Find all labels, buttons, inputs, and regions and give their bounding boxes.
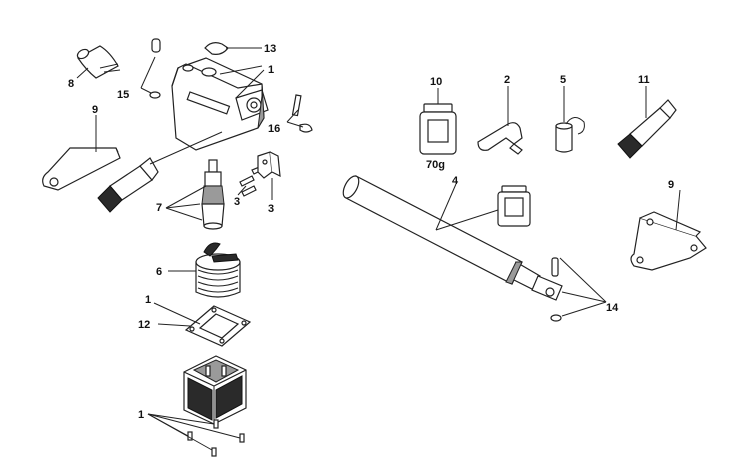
label-8: 8 xyxy=(68,78,74,90)
label-9-left: 9 xyxy=(92,104,98,116)
label-5: 5 xyxy=(560,74,566,86)
label-1-bottom: 1 xyxy=(138,409,144,421)
part-11-grease-tube xyxy=(617,99,677,159)
part-12-gasket xyxy=(184,305,252,347)
label-15: 15 xyxy=(117,89,129,101)
label-1-mid: 1 xyxy=(145,294,151,306)
part-8-pin xyxy=(76,45,121,79)
part-10-grease-jar xyxy=(419,103,457,155)
part-4-grease-jar xyxy=(497,185,531,227)
label-16: 16 xyxy=(268,123,280,135)
part-5-capacitor xyxy=(555,117,585,153)
label-6: 6 xyxy=(156,266,162,278)
part-14-pin-washer xyxy=(550,257,562,322)
grease-tube-left xyxy=(97,157,159,213)
label-12: 12 xyxy=(138,319,150,331)
part-1-motor-block xyxy=(183,355,247,425)
part-9-bracket-left xyxy=(42,147,121,191)
label-1-top: 1 xyxy=(268,64,274,76)
label-13: 13 xyxy=(264,43,276,55)
part-7-sensor xyxy=(201,159,225,230)
part-15-pin-washer xyxy=(149,38,161,99)
part-2-release-lever xyxy=(477,122,523,155)
label-10: 10 xyxy=(430,76,442,88)
label-7: 7 xyxy=(156,202,162,214)
part-3-bracket xyxy=(257,151,281,179)
part-1-bottom-screws xyxy=(187,419,245,457)
label-9-right: 9 xyxy=(668,179,674,191)
part-16-pins xyxy=(291,94,313,133)
label-2: 2 xyxy=(504,74,510,86)
part-13-clip xyxy=(204,42,229,55)
label-3-b: 3 xyxy=(268,203,274,215)
label-10-weight: 70g xyxy=(426,159,445,171)
gearbox-housing xyxy=(171,57,269,151)
part-9-bracket-right xyxy=(630,211,707,271)
part-4-actuator-tube xyxy=(342,175,563,301)
label-3-a: 3 xyxy=(234,196,240,208)
part-6-coil xyxy=(195,242,241,298)
label-14: 14 xyxy=(606,302,619,314)
label-11: 11 xyxy=(638,74,650,86)
label-4: 4 xyxy=(452,175,459,187)
